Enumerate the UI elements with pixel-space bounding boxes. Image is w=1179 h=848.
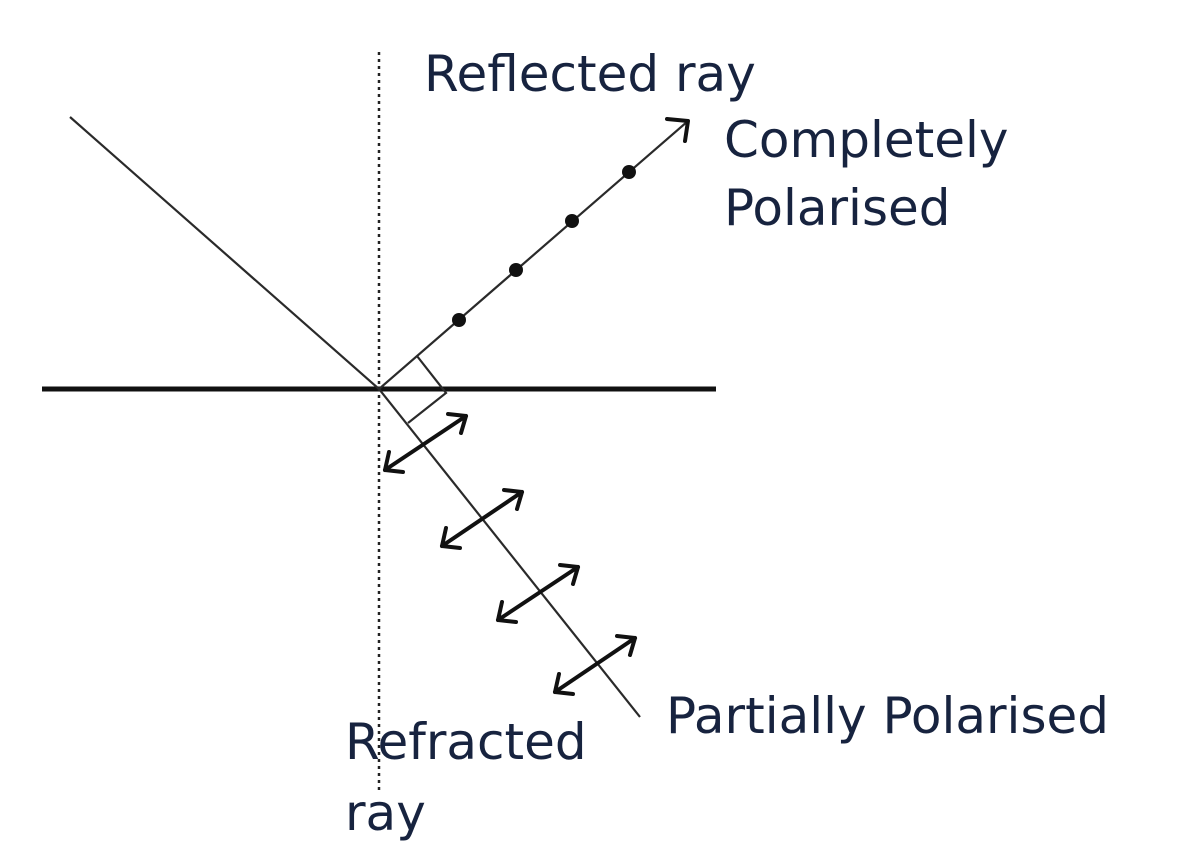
- polarisation-dot: [509, 263, 523, 277]
- reflected-ray-label: Reflected ray: [424, 45, 756, 103]
- double-arrow: [383, 412, 468, 474]
- refracted-ray: [378, 388, 641, 718]
- polarisation-dot: [622, 165, 636, 179]
- polarisation-dot: [452, 313, 466, 327]
- right-angle-marker: [407, 355, 448, 424]
- double-arrow: [440, 488, 524, 550]
- reflected-ray: [378, 120, 689, 390]
- double-arrow: [553, 634, 637, 696]
- partially-polarised-label: Partially Polarised: [666, 687, 1109, 745]
- incident-ray: [69, 116, 380, 390]
- refracted-ray-label-line1: Refracted: [345, 713, 587, 771]
- refracted-ray-label-line2: ray: [345, 784, 426, 842]
- double-arrow: [496, 563, 580, 624]
- reflected-ray-arrowhead: [665, 117, 690, 143]
- completely-polarised-label-line1: Completely: [724, 111, 1008, 169]
- completely-polarised-label-line2: Polarised: [724, 179, 951, 237]
- polarisation-dot: [565, 214, 579, 228]
